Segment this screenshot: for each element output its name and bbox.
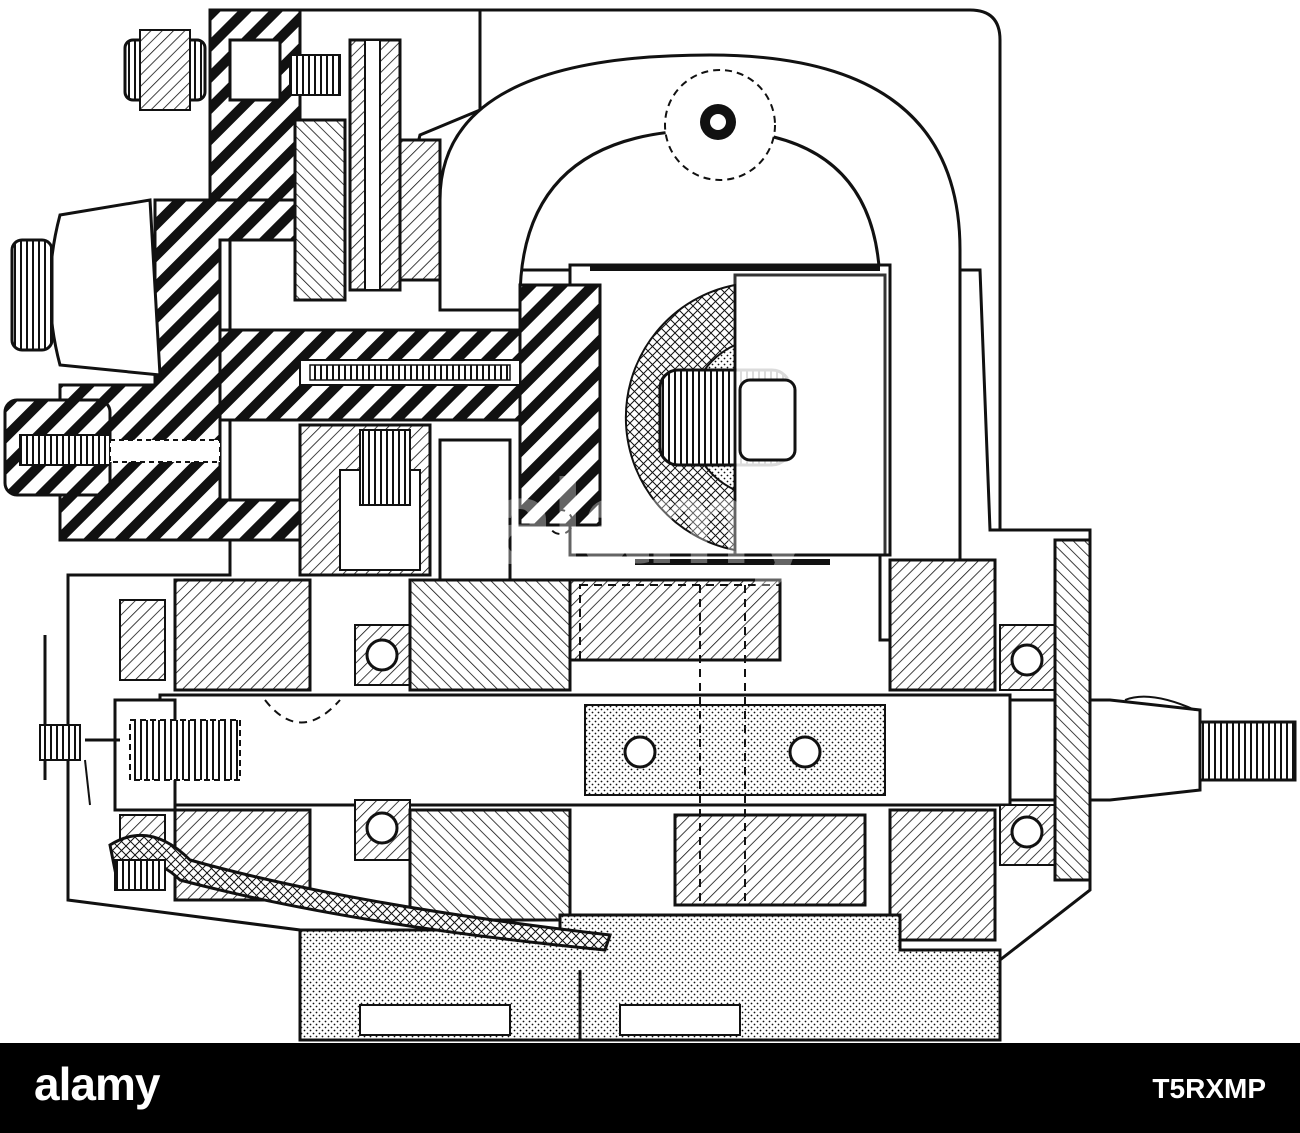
armature-coil xyxy=(568,263,892,565)
footer-bar: alamy T5RXMP xyxy=(0,1043,1300,1133)
base-plate xyxy=(298,913,1002,1042)
top-terminal-nut xyxy=(123,29,402,292)
cam-disc xyxy=(568,578,867,907)
engraving-illustration xyxy=(3,8,1297,1042)
earthing-clip xyxy=(39,635,120,806)
spring-contact-strip xyxy=(108,833,613,952)
terminal-screw xyxy=(3,398,221,497)
alamy-logo: alamy xyxy=(34,1058,160,1110)
ball-bearing-left-top xyxy=(354,624,411,686)
distributor-body xyxy=(293,118,512,667)
ball-bearing-right-bottom xyxy=(999,804,1056,866)
knurled-knob xyxy=(10,198,162,377)
ball-bearing-left-bottom xyxy=(354,799,411,861)
ball-bearing-right-top xyxy=(999,624,1056,691)
main-shaft xyxy=(113,693,1297,812)
hidden-lines xyxy=(264,509,781,724)
stock-id-label: T5RXMP xyxy=(1152,1073,1266,1104)
